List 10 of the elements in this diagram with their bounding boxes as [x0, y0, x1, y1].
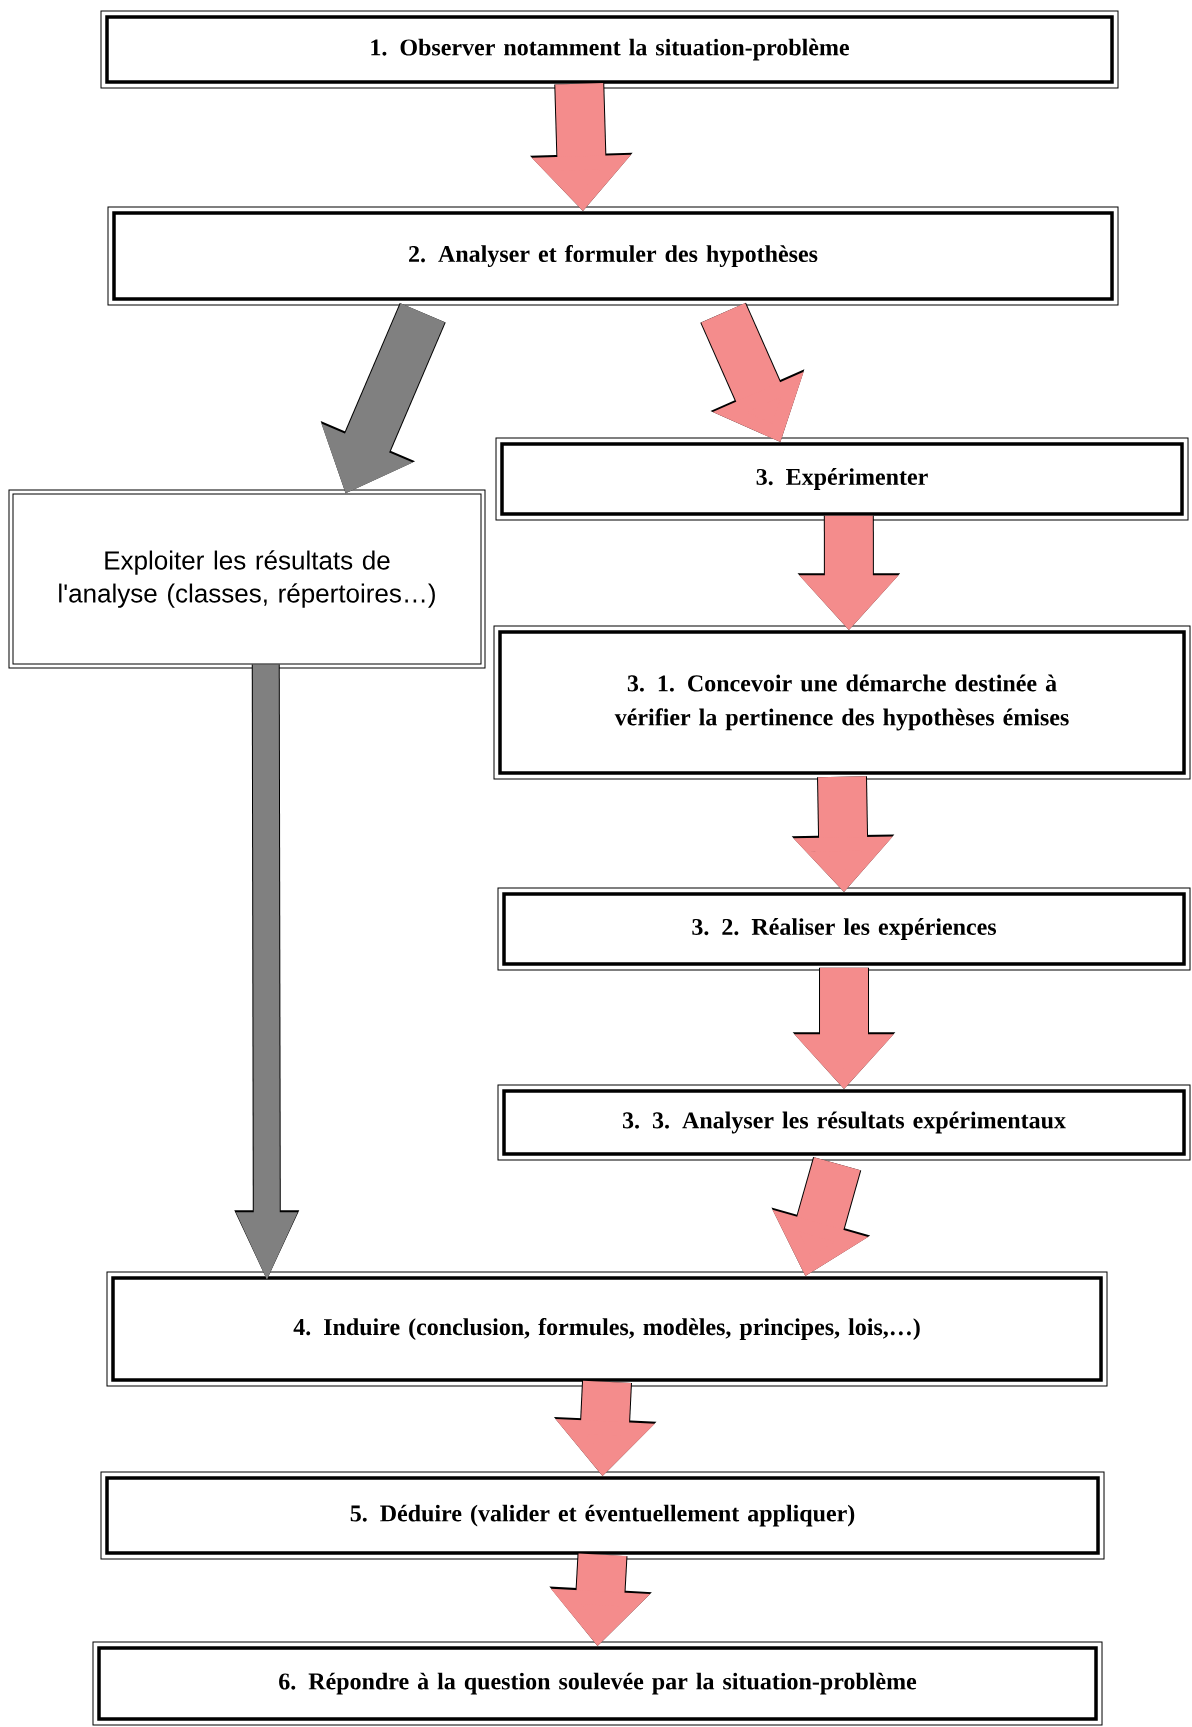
step-box: 6. Répondre à la question soulevée par la situation-problème [92, 1641, 1103, 1726]
step-box: 5. Déduire (valider et éventuellement appliquer) [100, 1471, 1105, 1560]
step-box: 1. Observer notamment la situation-problème [100, 10, 1119, 89]
step-box: Exploiter les résultats de l'analyse (classes, répertoires…) [8, 489, 486, 669]
step-box: 4. Induire (conclusion, formules, modèles, principes, lois,…) [106, 1271, 1108, 1387]
step-box: 3. Expérimenter [495, 437, 1189, 521]
step-box: 3. 3. Analyser les résultats expérimentaux [497, 1084, 1191, 1161]
step-box: 3. 2. Réaliser les expériences [497, 887, 1191, 971]
step-box: 3. 1. Concevoir une démarche destinée à vérifier la pertinence des hypothèses émises [493, 625, 1191, 780]
step-box: 2. Analyser et formuler des hypothèses [107, 206, 1119, 306]
